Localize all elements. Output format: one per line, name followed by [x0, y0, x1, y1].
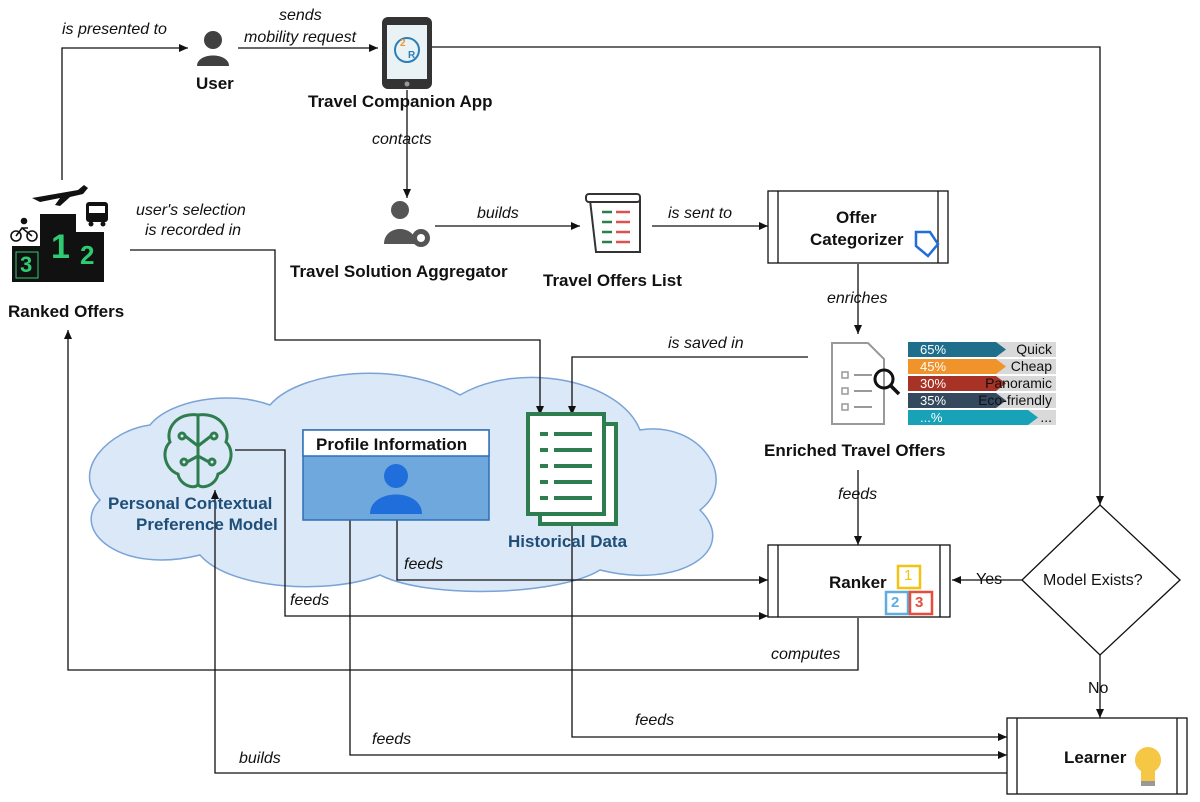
- podium-number-1: 1: [51, 228, 70, 266]
- edge-feeds-profile: [396, 520, 768, 584]
- magnifier-icon: [873, 368, 895, 390]
- profile-label: Profile Information: [316, 435, 468, 454]
- tag-percent: ...%: [920, 410, 943, 425]
- historical-label: Historical Data: [508, 532, 628, 551]
- categorizer-box: [767, 190, 949, 264]
- tag-arrow: [908, 376, 1006, 391]
- tag-arrow: [908, 359, 1006, 374]
- user-icon: [197, 31, 229, 66]
- tag-label: Cheap: [1011, 358, 1052, 374]
- rank-block-1: [896, 564, 922, 590]
- tag-label: ...: [1040, 409, 1052, 425]
- edge-label-yes: Yes: [976, 571, 1003, 588]
- plane-icon: [32, 185, 88, 206]
- edge-label-builds-learner: builds: [239, 750, 281, 767]
- profile-person-icon: [384, 464, 408, 488]
- ranked-offers-label: Ranked Offers: [8, 302, 125, 321]
- rank-number-1: 1: [904, 567, 913, 584]
- app-label: Travel Companion App: [308, 92, 493, 111]
- learner-box: [1006, 717, 1188, 795]
- tag-bars: 65% Quick 45% Cheap 30% Panoramic 35% Eco-frien…: [908, 341, 1056, 425]
- tag-label: Quick: [1016, 341, 1053, 357]
- edge-label-feeds-hist: feeds: [635, 712, 675, 729]
- edge-label-selection-1: user's selection: [136, 202, 246, 219]
- edge-label-selection-2: is recorded in: [145, 222, 242, 239]
- edge-feeds-prof-learner: [349, 520, 1007, 759]
- edge-label-no: No: [1088, 680, 1109, 697]
- edge-label-saved-in: is saved in: [668, 335, 744, 352]
- enriched-label: Enriched Travel Offers: [764, 441, 946, 460]
- tag-label: Eco-friendly: [978, 392, 1052, 408]
- edge-label-sends-2: mobility request: [244, 29, 357, 46]
- podium-number-2: 2: [80, 240, 95, 270]
- svg-text:2: 2: [400, 38, 406, 49]
- user-label: User: [196, 74, 234, 93]
- rank-block-3: [908, 590, 934, 616]
- profile-box: [302, 429, 490, 521]
- podium-number-3: 3: [20, 252, 33, 277]
- bicycle-icon: [10, 217, 38, 242]
- offers-list-label: Travel Offers List: [543, 271, 682, 290]
- edge-label-presented: is presented to: [62, 21, 167, 38]
- historical-doc-icon: [526, 412, 618, 526]
- learner-label: Learner: [1064, 748, 1127, 767]
- edge-label-computes: computes: [771, 646, 841, 663]
- lightbulb-icon: [1135, 747, 1161, 786]
- tag-arrow: [908, 342, 1006, 357]
- svg-text:R: R: [408, 50, 416, 61]
- edge-label-sent-to: is sent to: [668, 205, 733, 222]
- decision-diamond: [1021, 504, 1181, 656]
- edge-label-enriches: enriches: [827, 290, 888, 307]
- tag-percent: 65%: [920, 342, 946, 357]
- edge-label-contacts: contacts: [372, 131, 432, 148]
- enriched-doc-icon: [831, 342, 901, 425]
- brain-icon: [163, 413, 233, 489]
- tag-arrow: [908, 393, 1006, 408]
- categorizer-label-2: Categorizer: [810, 230, 904, 249]
- podium-icon: [10, 185, 108, 282]
- edge-selection: [130, 249, 544, 415]
- categorizer-label-1: Offer: [836, 208, 877, 227]
- ranker-box: [767, 544, 951, 618]
- edge-feeds-hist: [571, 525, 1007, 741]
- decision-label: Model Exists?: [1043, 572, 1143, 589]
- ranker-label: Ranker: [829, 573, 887, 592]
- edge-saved-in: [568, 356, 808, 415]
- phone-icon: 2 R: [382, 17, 432, 89]
- tag-arrow: [908, 410, 1038, 425]
- tag-label: Panoramic: [985, 375, 1052, 391]
- rank-number-3: 3: [915, 594, 924, 611]
- edge-label-feeds-profile: feeds: [404, 556, 444, 573]
- edge-computes: [64, 330, 859, 671]
- rank-number-2: 2: [891, 594, 900, 611]
- edge-builds-learner: [211, 490, 1007, 774]
- edge-label-sends-1: sends: [279, 7, 322, 24]
- edge-presented: [61, 44, 188, 180]
- edge-label-builds: builds: [477, 205, 519, 222]
- bus-icon: [86, 202, 108, 227]
- aggregator-label: Travel Solution Aggregator: [290, 262, 508, 281]
- edge-app-decision: [432, 46, 1104, 505]
- rank-block-2: [884, 590, 910, 616]
- edge-feeds-pcpm: [235, 449, 768, 620]
- pcpm-label-2: Preference Model: [136, 515, 278, 534]
- edge-label-feeds-pcpm: feeds: [290, 592, 330, 609]
- tag-percent: 35%: [920, 393, 946, 408]
- tag-icon: [914, 230, 940, 258]
- edge-label-feeds-enriched: feeds: [838, 486, 878, 503]
- pcpm-label-1: Personal Contextual: [108, 494, 273, 513]
- tag-percent: 45%: [920, 359, 946, 374]
- aggregator-icon: [384, 201, 430, 247]
- tag-percent: 30%: [920, 376, 946, 391]
- offers-list-icon: [585, 193, 641, 253]
- edge-label-feeds-prof-learner: feeds: [372, 731, 412, 748]
